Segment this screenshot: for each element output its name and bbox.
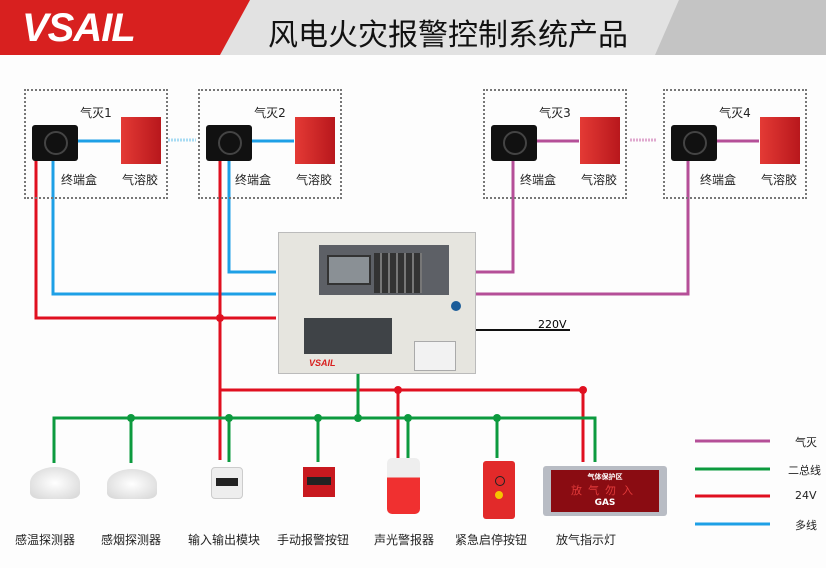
- device-label: 放气指示灯: [556, 533, 617, 547]
- zone-3: 气灭3 终端盒 气溶胶: [483, 89, 627, 199]
- aerosol-extinguisher-icon: [580, 117, 620, 164]
- heat-detector-icon: [30, 467, 80, 499]
- device-label: 输入输出模块: [188, 533, 261, 547]
- junction-dot: [354, 414, 362, 422]
- manual-alarm-button-icon: [303, 467, 335, 497]
- aerosol-extinguisher-icon: [121, 117, 161, 164]
- terminal-box-icon: [206, 125, 252, 161]
- zone-2: 气灭2 终端盒 气溶胶: [198, 89, 342, 199]
- lamp-sign-bottom: GAS: [594, 498, 616, 508]
- terminal-label: 终端盒: [61, 173, 98, 187]
- terminal-label: 终端盒: [520, 173, 557, 187]
- zone-1: 气灭1 终端盒 气溶胶: [24, 89, 168, 199]
- aerosol-extinguisher-icon: [760, 117, 800, 164]
- printer-icon: [414, 341, 456, 371]
- aerosol-label: 气溶胶: [761, 173, 798, 187]
- junction-dot: [216, 314, 224, 322]
- zone-label: 气灭2: [254, 106, 286, 120]
- io-module-icon: [211, 467, 243, 499]
- strobe-siren-icon: [387, 458, 420, 514]
- junction-dot: [579, 386, 587, 394]
- power-label: 220V: [538, 318, 567, 331]
- terminal-box-icon: [491, 125, 537, 161]
- zone-label: 气灭3: [539, 106, 571, 120]
- zone-4: 气灭4 终端盒 气溶胶: [663, 89, 807, 199]
- junction-dot: [127, 414, 135, 422]
- control-modules-icon: [304, 318, 392, 354]
- legend-label-bus: 二总线: [788, 464, 821, 477]
- aerosol-label: 气溶胶: [296, 173, 333, 187]
- page-title: 风电火灾报警控制系统产品: [268, 18, 628, 53]
- aerosol-extinguisher-icon: [295, 117, 335, 164]
- header-accent: [655, 0, 826, 55]
- junction-dot: [394, 386, 402, 394]
- terminal-label: 终端盒: [700, 173, 737, 187]
- junction-dot: [314, 414, 322, 422]
- legend-label-gas: 气灭: [795, 436, 817, 449]
- panel-logo: VSAIL: [309, 358, 336, 368]
- keypad-icon: [374, 253, 422, 293]
- gas-line-zone4: [476, 160, 690, 296]
- lamp-sign-top: 气体保护区: [587, 473, 623, 481]
- device-label: 感温探测器: [15, 533, 76, 547]
- two-bus: [52, 416, 597, 463]
- device-label: 感烟探测器: [101, 533, 162, 547]
- legend-label-24v: 24V: [795, 489, 817, 502]
- header-brand-block: [0, 0, 250, 55]
- device-label: 声光警报器: [374, 533, 435, 547]
- junction-dot: [493, 414, 501, 422]
- emergency-start-stop-icon: [483, 461, 515, 519]
- terminal-box-icon: [671, 125, 717, 161]
- key-switch-icon: [451, 301, 461, 311]
- aerosol-label: 气溶胶: [581, 173, 618, 187]
- junction-dot: [225, 414, 233, 422]
- aerosol-label: 气溶胶: [122, 173, 159, 187]
- smoke-detector-icon: [107, 469, 157, 499]
- zone-label: 气灭1: [80, 106, 112, 120]
- gas-release-lamp-icon: 气体保护区 放气勿入 GAS: [543, 466, 667, 516]
- 24v-zone-line: [34, 160, 276, 320]
- lamp-sign-mid: 放气勿入: [571, 484, 639, 497]
- brand-logo: VSAIL: [22, 6, 136, 50]
- fire-control-panel: VSAIL: [278, 232, 476, 374]
- multiline-zone1: [51, 160, 276, 296]
- device-label: 手动报警按钮: [277, 533, 350, 547]
- zone-label: 气灭4: [719, 106, 751, 120]
- junction-dot: [404, 414, 412, 422]
- terminal-label: 终端盒: [235, 173, 272, 187]
- device-label: 紧急启停按钮: [455, 533, 528, 547]
- lcd-screen-icon: [327, 255, 371, 285]
- terminal-box-icon: [32, 125, 78, 161]
- legend-label-multi: 多线: [795, 519, 817, 532]
